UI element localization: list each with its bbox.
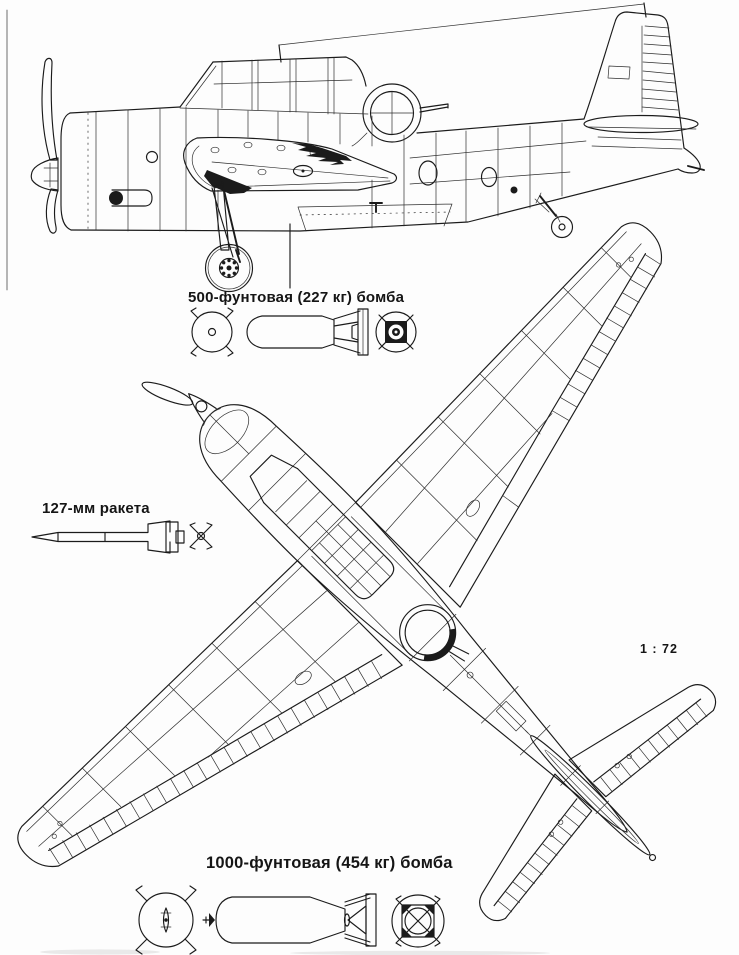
plan-view-drawing (17, 222, 717, 922)
scan-artifacts (6, 9, 550, 955)
scale-label: 1 : 72 (640, 642, 678, 656)
bomb-500-label: 500-фунтовая (227 кг) бомба (188, 289, 405, 306)
bomb-1000-label: 1000-фунтовая (454 кг) бомба (206, 854, 453, 872)
wheel-hub-holes (219, 258, 239, 278)
rocket-label: 127-мм ракета (42, 500, 150, 517)
bomb-1000-front-view (135, 885, 197, 955)
bomb-500-rear-view (375, 311, 417, 353)
bomb-1000-side-view (202, 893, 377, 947)
bomb-500-side-view (246, 308, 369, 356)
bomb-1000-rear-view (391, 894, 445, 948)
rocket-side-view (31, 520, 185, 554)
side-view-drawing (30, 2, 705, 293)
rocket-rear-view (189, 522, 213, 550)
bomb-500-front-view (190, 307, 234, 357)
